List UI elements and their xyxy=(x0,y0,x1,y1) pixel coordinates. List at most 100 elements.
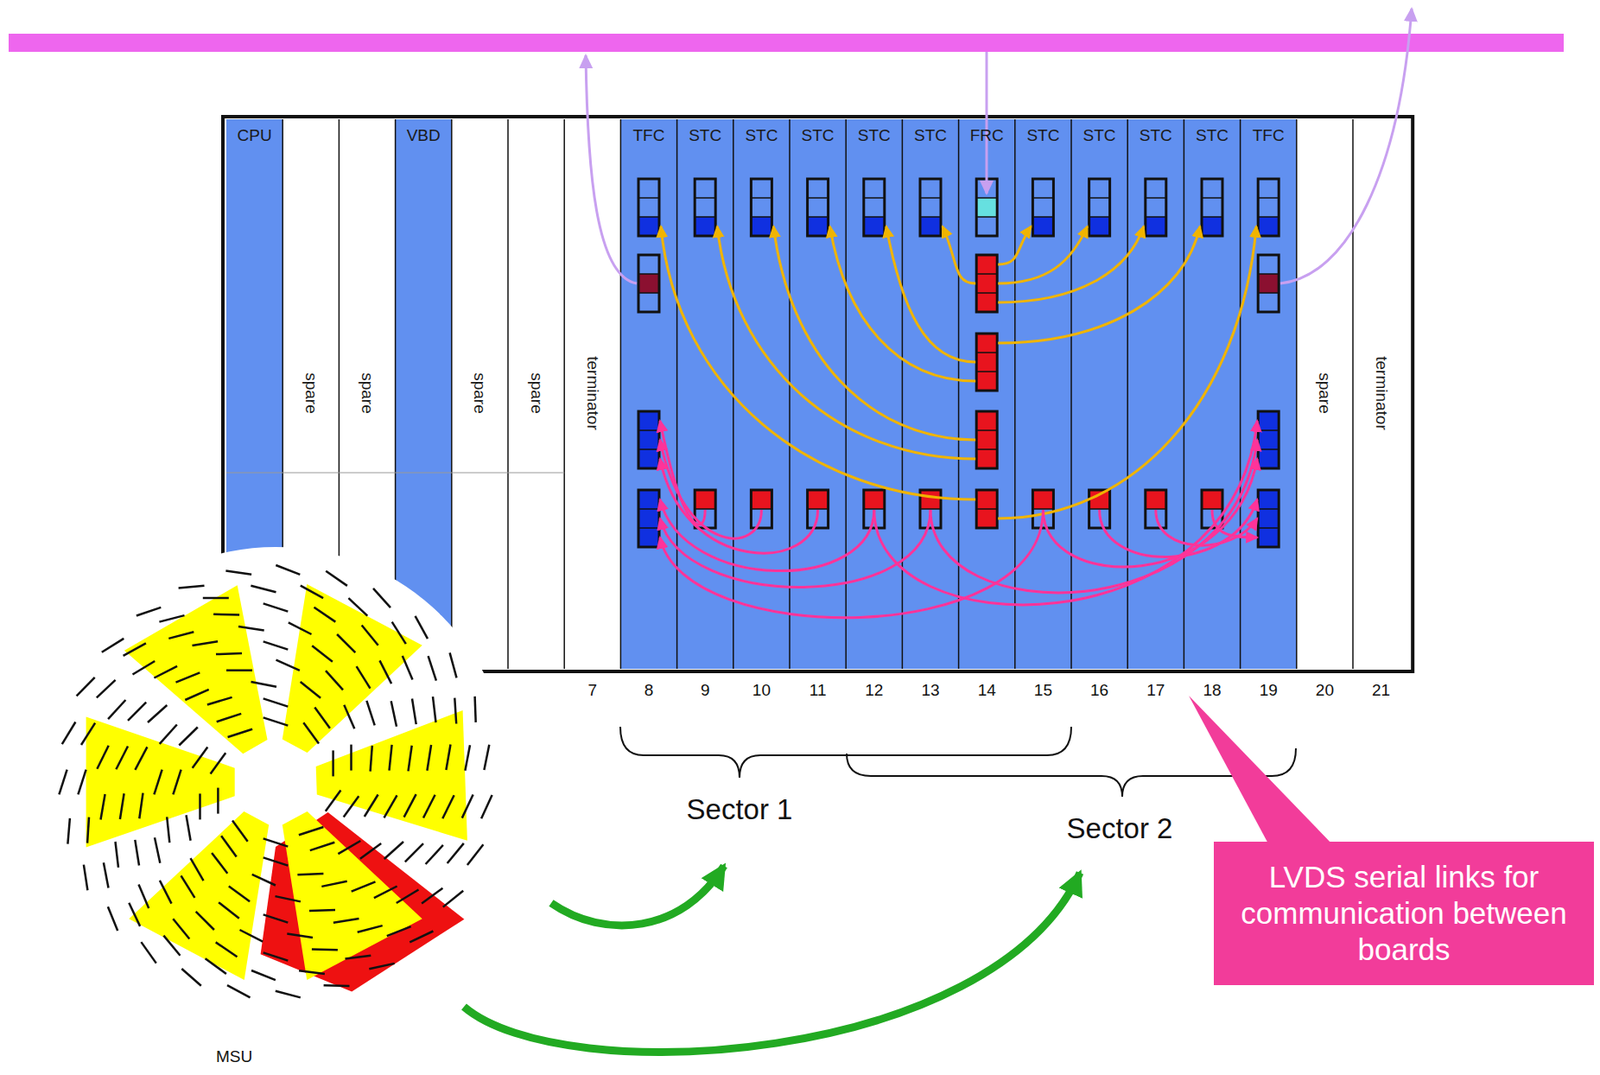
connector-cell xyxy=(638,292,660,312)
strip-stroke xyxy=(103,862,109,888)
connector-cell xyxy=(976,508,997,528)
lvds-link xyxy=(1212,509,1258,538)
slot-divider xyxy=(958,119,960,669)
strip-stroke xyxy=(128,902,140,927)
strip-stroke xyxy=(357,925,383,933)
strip-stroke xyxy=(373,588,391,608)
strip-stroke xyxy=(396,889,420,904)
connector-divider xyxy=(807,507,829,510)
board-label: STC xyxy=(677,126,734,146)
strip-stroke xyxy=(77,769,86,795)
detector-wedge xyxy=(86,717,235,848)
strip-stroke xyxy=(228,886,250,902)
connector-divider xyxy=(863,215,885,218)
slot-number: 20 xyxy=(1313,680,1337,700)
connector-outline xyxy=(1145,178,1167,236)
connector-divider xyxy=(1257,292,1279,294)
connector-cell xyxy=(750,216,772,236)
connector-outline xyxy=(750,489,772,528)
slot-number: 21 xyxy=(1369,680,1393,700)
connector-cell xyxy=(863,489,885,509)
slot-divider xyxy=(676,119,679,669)
detector-wedge xyxy=(282,811,423,980)
slot-label: terminator xyxy=(1371,355,1391,431)
strip-stroke xyxy=(263,603,289,611)
strip-stroke xyxy=(76,677,96,696)
connector-cell xyxy=(1145,197,1167,217)
connector-cell xyxy=(694,489,716,509)
strip-stroke xyxy=(225,571,252,575)
connector-cell xyxy=(976,292,997,312)
control-link xyxy=(830,226,977,381)
strip-stroke xyxy=(216,787,220,814)
board-fill xyxy=(1240,119,1297,669)
strip-stroke xyxy=(67,818,70,845)
strip-stroke xyxy=(192,746,209,768)
connector-cell xyxy=(807,216,829,236)
connector-cell xyxy=(1032,489,1054,509)
strip-stroke xyxy=(263,857,289,865)
strip-stroke xyxy=(415,615,428,639)
connector-divider xyxy=(750,215,772,218)
connector-cell xyxy=(920,197,941,217)
slot-number: 17 xyxy=(1143,680,1168,700)
slot-number: 18 xyxy=(1200,680,1224,700)
strip-stroke xyxy=(300,681,321,699)
crate-frame xyxy=(222,114,1413,119)
control-link xyxy=(997,226,1144,303)
connector-outline xyxy=(1145,489,1167,528)
slot-divider xyxy=(1183,119,1186,669)
strip-stroke xyxy=(123,642,147,656)
crate-board: spare xyxy=(1296,119,1353,669)
connector-divider xyxy=(976,370,997,373)
strip-stroke xyxy=(325,670,343,690)
strip-stroke xyxy=(343,795,360,817)
connector-cell xyxy=(1257,273,1279,293)
connector-cell xyxy=(694,178,716,198)
connector-cell xyxy=(1257,508,1279,528)
connector-cell xyxy=(1257,449,1279,469)
connector-outline xyxy=(976,254,997,312)
strip-stroke xyxy=(370,745,373,772)
slot-label: spare xyxy=(469,372,489,414)
board-fill xyxy=(1296,119,1353,669)
crate-board: TFC xyxy=(1240,119,1297,669)
sector-bracket xyxy=(620,726,1072,778)
connector-cell xyxy=(1089,489,1111,509)
connector-divider xyxy=(750,196,772,199)
callout-text: LVDS serial links for communication betw… xyxy=(1239,858,1569,968)
connector-outline xyxy=(920,178,941,236)
strip-stroke xyxy=(387,926,412,936)
slot-divider xyxy=(1239,119,1242,669)
strip-stroke xyxy=(263,838,289,846)
slot-divider xyxy=(450,119,453,669)
connector-cell xyxy=(750,489,772,509)
slot-label: spare xyxy=(1314,372,1334,414)
strip-stroke xyxy=(425,844,444,864)
strip-stroke xyxy=(101,638,125,653)
connector-outline xyxy=(976,411,997,469)
connector-divider xyxy=(1257,429,1279,432)
connector-outline xyxy=(638,411,660,469)
connector-cell xyxy=(750,197,772,217)
connector-divider xyxy=(638,526,660,529)
strip-stroke xyxy=(384,794,398,818)
connector-cell xyxy=(694,216,716,236)
connector-cell xyxy=(1257,430,1279,450)
strip-stroke xyxy=(107,906,118,931)
strip-stroke xyxy=(333,918,360,923)
connector-divider xyxy=(638,273,660,275)
connector-cell xyxy=(1257,178,1279,198)
connector-cell xyxy=(920,489,941,509)
connector-divider xyxy=(976,507,997,510)
strip-stroke xyxy=(300,585,324,599)
board-label: FRC xyxy=(958,126,1016,146)
strip-stroke xyxy=(475,696,477,723)
highlighted-sector xyxy=(260,812,465,991)
strip-stroke xyxy=(81,723,96,745)
strip-stroke xyxy=(127,702,147,721)
strip-stroke xyxy=(325,571,348,586)
crate-board: spare xyxy=(338,119,395,669)
connector-divider xyxy=(976,215,997,218)
